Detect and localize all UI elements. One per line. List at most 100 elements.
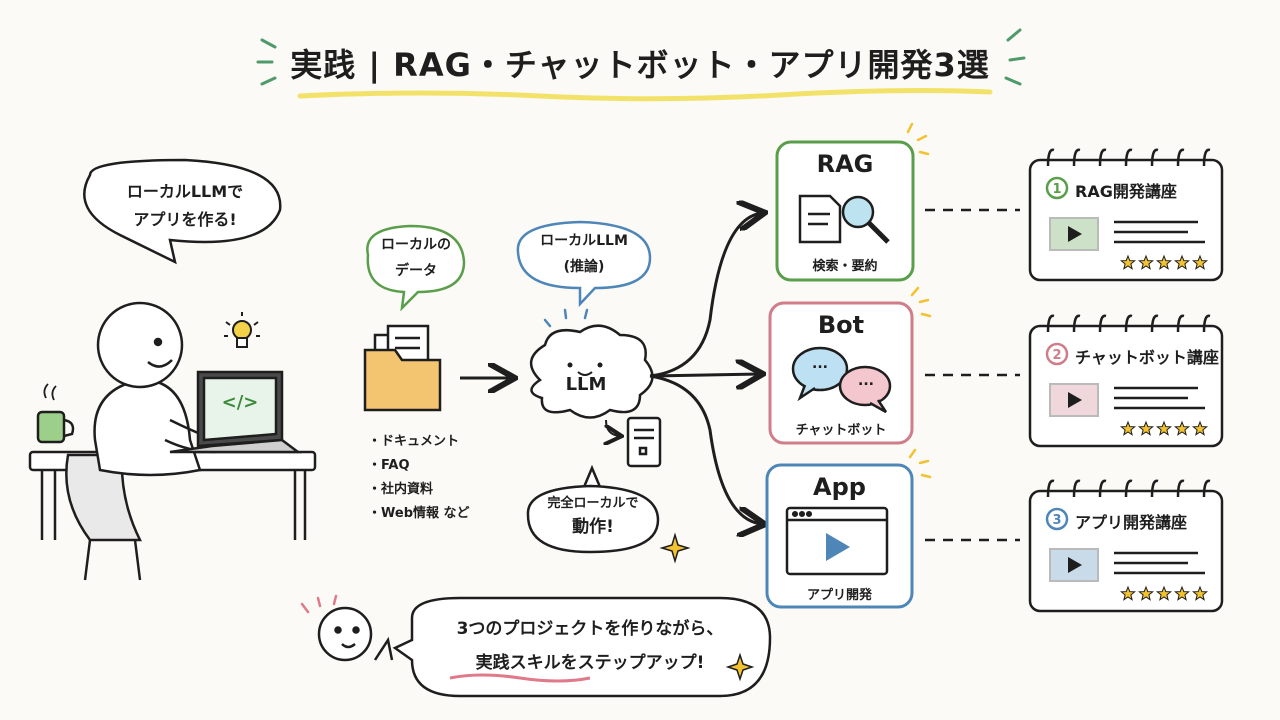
data-source-item: ドキュメント	[368, 430, 470, 454]
rating-star-icon	[1137, 585, 1155, 601]
footer-accents	[300, 594, 338, 614]
card-subtitle-app: アプリ開発	[806, 588, 872, 603]
title-accent-left	[256, 38, 277, 86]
ring-binding	[1176, 314, 1185, 333]
ring-binding	[1098, 314, 1107, 333]
data-source-item: 社内資料	[368, 478, 470, 502]
branch-arrows	[649, 213, 762, 524]
llm-cloud-sparkles	[543, 308, 589, 328]
arrow-llm-to-server	[606, 419, 620, 436]
footer-speech-bubble	[392, 596, 772, 698]
person-bubble-line-2: アプリを作る!	[133, 210, 237, 229]
course-number: 1	[1052, 182, 1061, 197]
llm-bubble-line-2: (推論)	[563, 259, 605, 275]
course-label-bot: チャットボット講座	[1075, 348, 1219, 367]
chat-dots-left: ...	[812, 356, 828, 372]
course-number: 3	[1052, 513, 1061, 528]
course-label-app: アプリ開発講座	[1075, 513, 1188, 532]
local-speech-bubble	[526, 464, 660, 554]
ring-binding	[1072, 148, 1081, 167]
footer-bubble-line-1: 3つのプロジェクトを作りながら、	[456, 619, 724, 639]
ring-binding	[1046, 479, 1055, 498]
ring-binding	[1046, 314, 1055, 333]
chat-bubbles-icon	[791, 346, 892, 414]
llm-eye-right	[597, 362, 603, 368]
rating-star-icon	[1191, 585, 1209, 601]
rating-star-icon	[1155, 420, 1173, 436]
ring-binding	[1046, 148, 1055, 167]
laptop	[169, 370, 302, 454]
ring-binding	[1124, 148, 1133, 167]
data-speech-bubble	[366, 224, 466, 312]
course-number-badge	[1045, 342, 1069, 366]
course-label-rag: RAG開発講座	[1075, 182, 1177, 201]
app-window-icon	[785, 506, 889, 576]
document-search-icon	[798, 194, 890, 244]
footer-bubble-text: 3つのプロジェクトを作りながら、 実践スキルをステップアップ!	[420, 612, 760, 680]
local-bubble-line-1: 完全ローカルで	[547, 496, 639, 511]
data-source-item: Web情報 など	[368, 502, 470, 526]
llm-bubble-text: ローカルLLM (推論)	[520, 228, 648, 280]
chair	[65, 453, 143, 581]
course-number: 2	[1052, 348, 1061, 363]
server-icon	[626, 416, 662, 468]
rating-star-icon	[1137, 420, 1155, 436]
ring-binding	[1176, 479, 1185, 498]
rating-star-icon	[1119, 420, 1137, 436]
ring-binding	[1176, 148, 1185, 167]
footer-person	[317, 606, 394, 662]
play-icon	[1068, 557, 1082, 573]
footer-bubble-line-2: 実践スキルをステップアップ!	[475, 653, 705, 673]
rating-star-icon	[1119, 254, 1137, 270]
footer-sparkle-icon	[725, 652, 755, 682]
folder-icon	[363, 324, 442, 412]
local-bubble-line-2: 動作!	[572, 517, 614, 537]
dashed-connectors	[925, 208, 1020, 542]
llm-label: LLM	[565, 374, 607, 395]
rating-star-icon	[1119, 585, 1137, 601]
data-bubble-line-1: ローカルの	[381, 237, 451, 253]
card-subtitle-rag: 検索・要約	[812, 259, 878, 274]
rating-star-icon	[1137, 254, 1155, 270]
person-speech-bubble	[83, 158, 282, 265]
course-number-badge	[1045, 507, 1069, 531]
rating-star-icon	[1173, 254, 1191, 270]
ring-binding	[1124, 479, 1133, 498]
coffee-mug	[36, 383, 75, 444]
llm-smile	[577, 371, 593, 376]
rating-star-icon	[1173, 420, 1191, 436]
course-cards: 1 2 3	[1028, 148, 1224, 613]
ring-binding	[1072, 314, 1081, 333]
rating-star-icon	[1191, 254, 1209, 270]
play-icon	[1068, 392, 1082, 408]
chat-dots-right: ...	[858, 373, 874, 389]
person-bubble-text: ローカルLLMで アプリを作る!	[95, 178, 275, 234]
course-card: 3	[1028, 479, 1224, 613]
ring-binding	[1098, 148, 1107, 167]
llm-eye-left	[567, 362, 573, 368]
ring-binding	[1072, 479, 1081, 498]
course-number-badge	[1045, 176, 1069, 200]
rating-star-icon	[1155, 585, 1173, 601]
footer-underline	[449, 673, 591, 683]
ring-binding	[1150, 314, 1159, 333]
data-bubble-text: ローカルの データ	[370, 232, 462, 284]
lightbulb-icon	[224, 312, 260, 348]
ring-binding	[1150, 148, 1159, 167]
play-icon	[1068, 226, 1082, 242]
data-bubble-line-2: データ	[395, 263, 437, 279]
ring-binding	[1098, 479, 1107, 498]
local-bubble-text: 完全ローカルで 動作!	[530, 494, 656, 540]
title-accent-right	[1004, 28, 1026, 86]
rating-star-icon	[1191, 420, 1209, 436]
rating-star-icon	[1155, 254, 1173, 270]
sparkle-icon	[659, 532, 691, 564]
data-source-item: FAQ	[368, 454, 470, 478]
card-title-rag: RAG	[816, 150, 874, 178]
ring-binding	[1202, 314, 1211, 333]
llm-cloud	[530, 324, 654, 419]
ring-binding	[1124, 314, 1133, 333]
ring-binding	[1150, 479, 1159, 498]
